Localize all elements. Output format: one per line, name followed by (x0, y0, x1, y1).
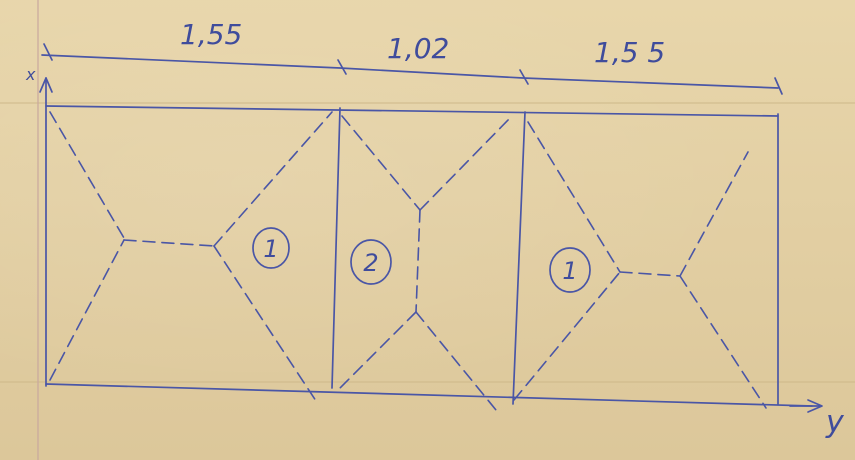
dimension-line (41, 43, 783, 95)
y-axis-label: y (825, 405, 845, 440)
circle-panel-2 (350, 239, 392, 285)
dim-label-right: 1,5 5 (594, 36, 665, 69)
yield-lines-panel-1 (49, 111, 333, 405)
panel-label-3: 1 (562, 257, 577, 285)
y-axis-arrow (789, 399, 823, 413)
x-axis-arrow (39, 77, 53, 387)
dim-label-left: 1,55 (180, 18, 242, 51)
divider-1 (331, 107, 341, 389)
panel-label-2: 2 (363, 249, 378, 277)
divider-2 (512, 111, 526, 405)
panel-label-1: 1 (263, 235, 278, 263)
plate-outline (45, 105, 813, 407)
yield-lines-panel-2 (337, 115, 511, 411)
panel-dividers (331, 107, 526, 405)
circle-panel-3 (549, 247, 591, 293)
x-axis-label: x (25, 65, 36, 84)
panel-label-circles (252, 227, 591, 293)
dim-label-middle: 1,02 (387, 32, 449, 65)
circle-panel-1 (252, 227, 290, 269)
yield-lines-panel-3 (513, 121, 767, 409)
